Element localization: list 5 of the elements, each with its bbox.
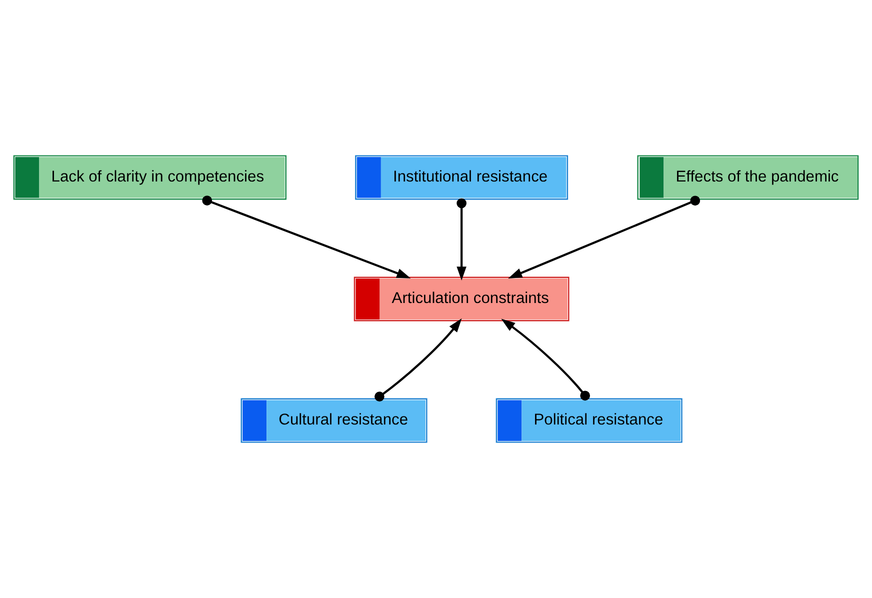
arrow — [508, 196, 700, 278]
arrow — [374, 318, 462, 402]
arrow — [202, 196, 411, 278]
arrow — [501, 318, 590, 401]
arrow — [456, 198, 466, 281]
